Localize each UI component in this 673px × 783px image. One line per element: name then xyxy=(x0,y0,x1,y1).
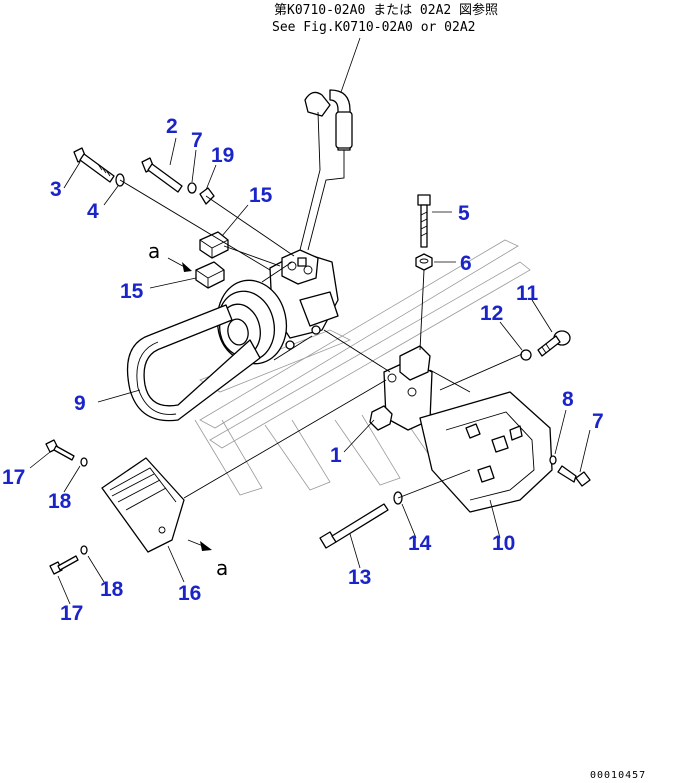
reference-note-jp: 第K0710-02A0 または 02A2 図参照 xyxy=(274,2,498,18)
view-marker-lower: a xyxy=(187,539,228,580)
document-id: 00010457 xyxy=(590,770,646,781)
bracket-10 xyxy=(419,391,553,513)
washer-12 xyxy=(520,349,532,361)
washer-8 xyxy=(549,455,557,465)
bolt-7-right xyxy=(557,465,591,487)
callout-19: 19 xyxy=(211,144,234,167)
washer-18-lower xyxy=(80,545,88,555)
callout-17-lower: 17 xyxy=(60,602,83,625)
nut-6 xyxy=(415,253,433,271)
leader-lines xyxy=(29,137,591,605)
callout-12: 12 xyxy=(480,302,503,325)
callout-7-right: 7 xyxy=(592,410,604,433)
callout-7-top: 7 xyxy=(191,129,203,152)
callout-1: 1 xyxy=(330,444,342,467)
bolt-2 xyxy=(141,157,183,193)
drive-belt xyxy=(126,304,261,422)
callout-14: 14 xyxy=(408,532,432,555)
callout-8: 8 xyxy=(562,388,574,411)
callout-labels: 2 7 19 3 4 15 15 5 6 11 12 9 8 7 1 17 18… xyxy=(2,115,604,625)
callout-15-lower: 15 xyxy=(120,280,144,303)
view-marker-label-upper: a xyxy=(148,239,160,263)
guard-16 xyxy=(101,457,185,553)
bolt-11 xyxy=(537,330,571,357)
callout-16: 16 xyxy=(178,582,201,605)
bracket-1 xyxy=(369,269,433,431)
view-marker-upper: a xyxy=(148,239,192,272)
clip-19 xyxy=(199,187,215,205)
callout-10: 10 xyxy=(492,532,515,555)
callout-15-upper: 15 xyxy=(249,184,273,207)
callout-2: 2 xyxy=(166,115,178,138)
spacers xyxy=(195,231,229,289)
callout-18-upper: 18 xyxy=(48,490,72,513)
reference-note-en: See Fig.K0710-02A0 or 02A2 xyxy=(272,20,476,35)
washer-7-top xyxy=(187,182,197,194)
callout-18-lower: 18 xyxy=(100,578,124,601)
bolt-3 xyxy=(73,147,115,183)
callout-6: 6 xyxy=(460,252,472,275)
top-fasteners xyxy=(73,147,215,205)
bolt-17-lower xyxy=(49,555,79,575)
refrigerant-hose xyxy=(299,37,361,251)
callout-11: 11 xyxy=(516,282,539,305)
compressor xyxy=(216,249,339,365)
washer-18-upper xyxy=(80,457,88,467)
callout-17-upper: 17 xyxy=(2,466,25,489)
view-marker-label-lower: a xyxy=(216,556,228,580)
callout-9: 9 xyxy=(74,392,86,415)
bolt-17-upper xyxy=(45,439,75,461)
bolt-13 xyxy=(319,503,389,549)
callout-13: 13 xyxy=(348,566,371,589)
callout-3: 3 xyxy=(50,178,62,201)
bolt-5 xyxy=(417,194,431,248)
callout-5: 5 xyxy=(458,202,470,225)
callout-4: 4 xyxy=(87,200,99,223)
